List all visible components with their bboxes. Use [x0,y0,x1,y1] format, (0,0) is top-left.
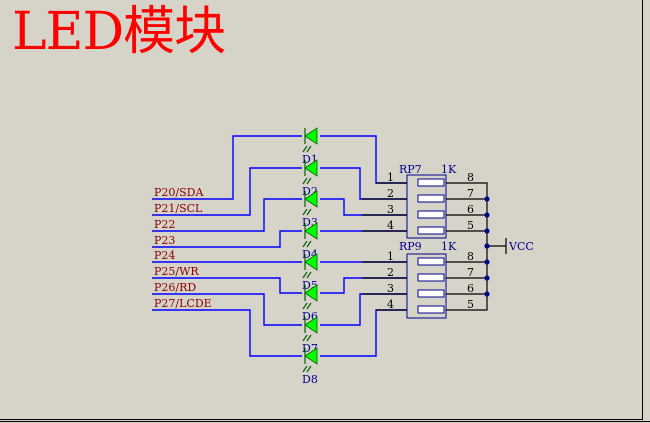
wire-net-8 [152,309,302,357]
page-title: LED模块 [12,2,226,62]
led-d8-body [304,347,318,365]
led-d6-emission [302,302,308,310]
led-d1: D1 [302,127,318,166]
rp9-resistor-3 [417,289,445,298]
net-label: P27/LCDE [154,297,212,310]
rp7-pin-2: 2 [387,187,394,200]
rp9-pin-7: 7 [467,266,474,279]
wire-net-6 [152,277,302,294]
led-d5-emission [302,271,308,279]
led-d1-body [304,127,318,145]
led-d2-body [304,159,318,177]
wires [152,135,407,357]
net-label: P26/RD [154,281,196,294]
rp7-pin-5: 5 [467,219,474,232]
led-d1-emission [306,145,312,153]
wire-net-4 [152,230,302,248]
wire-net-2 [152,167,302,216]
rp7-ref: RP7 [399,163,422,176]
rp9-value: 1K [441,240,457,253]
wire-net-3 [152,198,302,232]
junction-dot [484,212,490,218]
led-d7-body [304,316,318,334]
rp9-resistor-2 [417,273,445,282]
rp9-pin-2: 2 [387,266,394,279]
led-d4-body [304,222,318,240]
led-d6-emission [306,302,312,310]
net-label: P21/SCL [154,202,203,215]
led-d7-emission [302,334,308,342]
rp7-resistor-2 [417,194,445,203]
led-d5-emission [306,271,312,279]
rp9-pin-1: 1 [387,250,394,263]
junction-dot [484,259,490,265]
net-label: P24 [154,249,175,262]
led-d8-emission [302,365,308,373]
junction-dot [484,196,490,202]
rp7-pin-4: 4 [387,219,394,232]
led-d1-emission [302,145,308,153]
junction-dot [484,243,490,249]
net-labels: P20/SDA P21/SCL P22 P23 P24 P25/WR P26/R… [154,186,212,310]
vcc-label: VCC [508,240,534,253]
led-d8-label: D8 [302,373,318,386]
junction-dot [484,291,490,297]
net-label: P25/WR [154,265,199,278]
resistor-pack-rp9: RP9 1K 1 2 3 4 8 7 6 5 [362,240,474,319]
led-d4-emission [302,240,308,248]
rp9-pin-6: 6 [467,282,474,295]
rp7-resistor-3 [417,210,445,219]
rp9-resistor-1 [417,257,445,266]
led-d4-emission [306,240,312,248]
net-label: P20/SDA [154,186,204,199]
resistor-pack-rp7: RP7 1K 1 2 3 4 8 7 6 5 [362,163,474,239]
junction-dot [484,228,490,234]
led-d5-body [304,253,318,271]
junction-dot [484,275,490,281]
led-d8-emission [306,365,312,373]
rp9-pin-3: 3 [387,282,394,295]
led-diodes: D1 D2 D3 D4 [302,127,318,386]
rp7-pin-6: 6 [467,203,474,216]
led-d4: D4 [302,222,318,261]
wire-net-1 [152,135,302,200]
rp7-resistor-4 [417,226,445,235]
rp7-pin-7: 7 [467,187,474,200]
led-d2-emission [306,177,312,185]
led-d8: D8 [302,347,318,386]
rp9-ref: RP9 [399,240,422,253]
led-d3-body [304,190,318,208]
vcc-bus: VCC [446,182,534,311]
rp7-body [406,174,447,239]
led-d6-body [304,284,318,302]
rp9-pin-4: 4 [387,298,394,311]
rp7-pin-8: 8 [467,171,474,184]
resistor-packs: RP7 1K 1 2 3 4 8 7 6 5 RP [362,163,474,319]
led-d2-emission [302,177,308,185]
rp9-pin-8: 8 [467,250,474,263]
rp9-pin-5: 5 [467,298,474,311]
rp7-value: 1K [441,163,457,176]
led-d3-emission [302,208,308,216]
net-label: P23 [154,234,175,247]
led-d3-emission [306,208,312,216]
led-d7-emission [306,334,312,342]
rp7-resistor-1 [417,178,445,187]
rp7-pin-1: 1 [387,171,394,184]
net-label: P22 [154,218,175,231]
wire-led-8 [320,309,407,357]
rp7-pin-3: 3 [387,203,394,216]
rp9-body [406,253,447,319]
led-d2: D2 [302,159,318,198]
wire-net-7 [152,293,302,326]
rp9-resistor-4 [417,305,445,314]
